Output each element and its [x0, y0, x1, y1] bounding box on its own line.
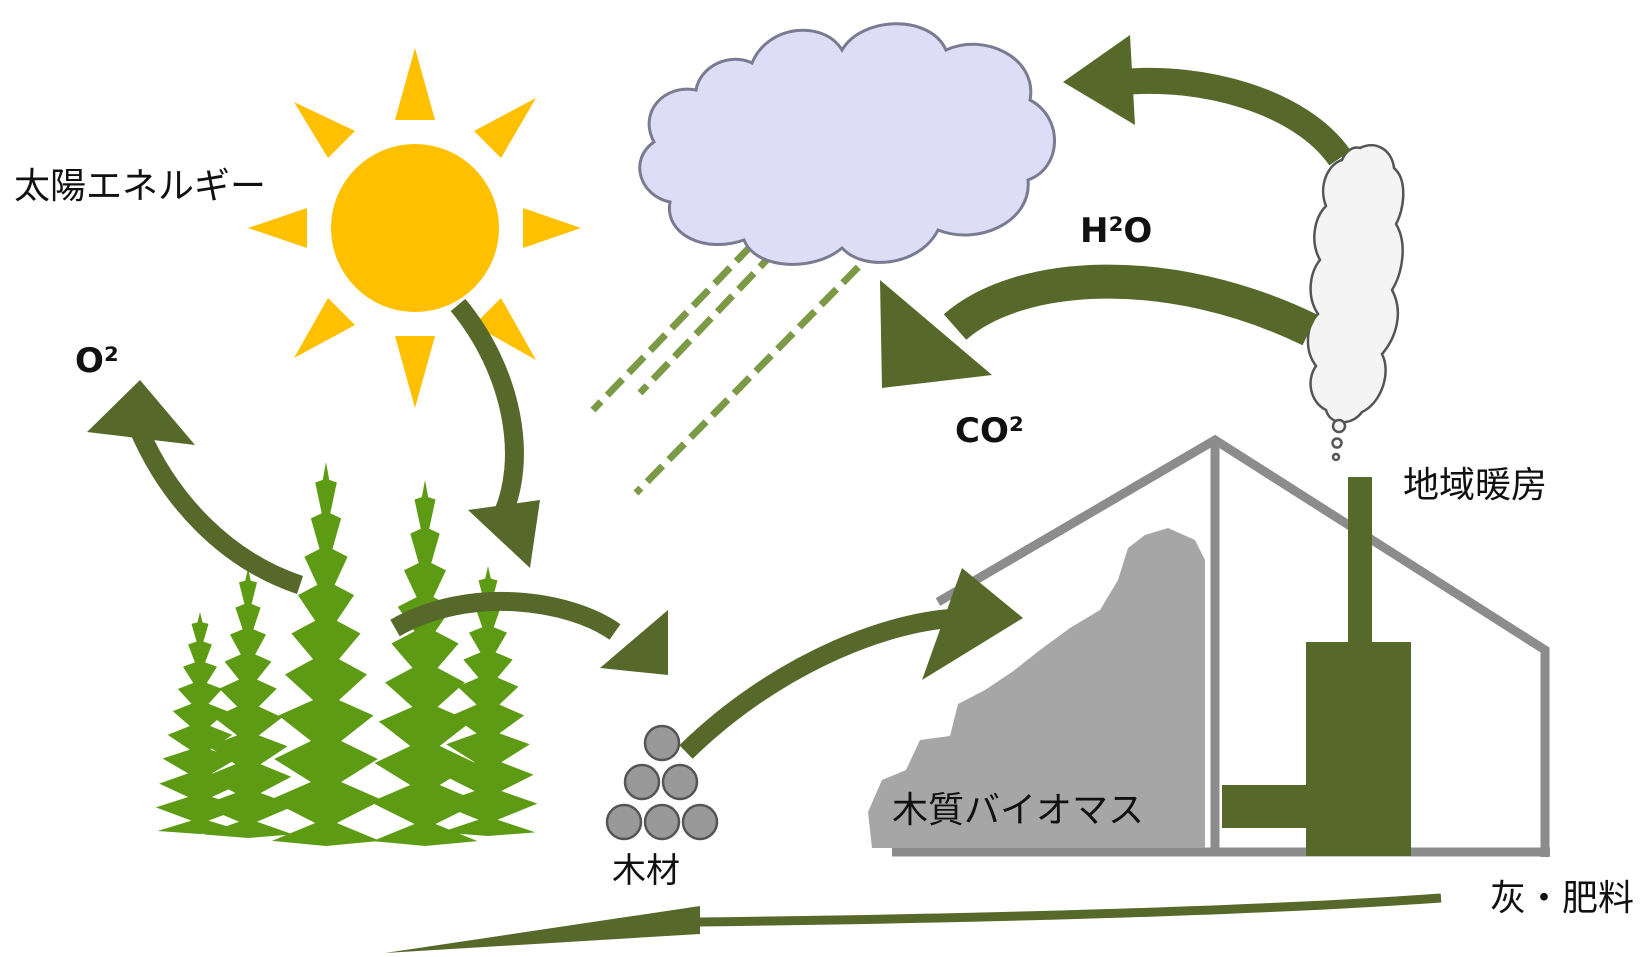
pipe: [1222, 785, 1308, 828]
arrowhead-biomass: [922, 568, 1023, 680]
arrow-smoke-to-co2: [943, 264, 1318, 346]
label-carbon-dioxide: CO²: [955, 411, 1024, 451]
label-oxygen: O²: [75, 341, 119, 381]
label-water: H²O: [1080, 211, 1152, 251]
cloud-icon: [638, 22, 1056, 266]
label-solar-energy: 太陽エネルギー: [14, 166, 266, 207]
arrow-forest-to-oxygen: [131, 428, 304, 595]
chimney: [1348, 477, 1372, 647]
label-timber: 木材: [612, 851, 680, 891]
sun-icon: [248, 48, 581, 408]
smoke-icon: [1306, 143, 1405, 462]
cycle-arrows: [131, 67, 1442, 927]
arrow-timber-to-biomass: [679, 608, 974, 759]
arrowhead-timber: [600, 610, 668, 675]
arrow-smoke-to-cloud: [1123, 67, 1351, 166]
label-district-heating: 地域暖房: [1403, 465, 1547, 506]
arrowhead-oxygen: [87, 380, 195, 445]
arrow-ash-return: [699, 893, 1442, 927]
arrow-sun-to-forest: [450, 298, 524, 525]
arrowhead-co2: [880, 280, 992, 388]
arrowhead-cloud: [1063, 35, 1135, 125]
biomass-plant-icon: [868, 434, 1550, 857]
arrowhead-forest: [468, 500, 540, 568]
boiler: [1306, 642, 1411, 856]
biomass-pile: [868, 528, 1205, 848]
label-woody-biomass: 木質バイオマス: [892, 790, 1144, 831]
arrow-heads: [87, 35, 1135, 953]
arrowhead-ash: [385, 906, 700, 953]
arrow-forest-to-timber: [390, 591, 621, 640]
log-pile-icon: [605, 724, 719, 841]
label-ash-fertilizer: 灰・肥料: [1490, 878, 1634, 919]
